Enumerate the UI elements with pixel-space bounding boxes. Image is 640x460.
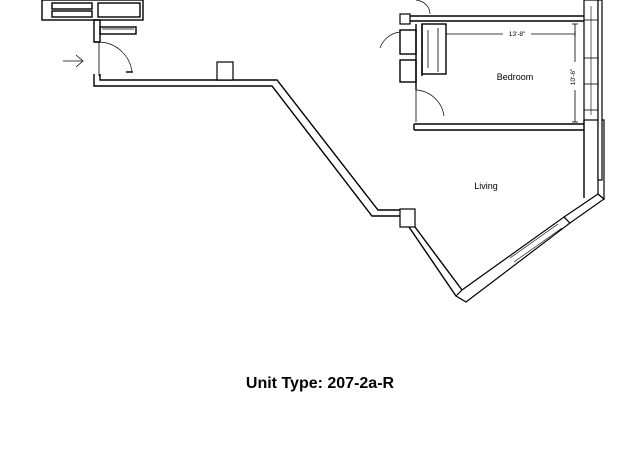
entry-arrow-icon <box>63 54 84 68</box>
entry-door <box>94 41 133 76</box>
closet-block <box>41 0 144 43</box>
exterior-wall <box>93 61 463 297</box>
living-window-wall <box>455 119 605 303</box>
living-label: Living <box>474 181 498 191</box>
bedroom-door <box>379 0 445 122</box>
column <box>399 208 416 228</box>
bedroom-length-dimension <box>571 23 579 123</box>
right-exterior-wall <box>583 0 603 198</box>
bedroom-length-label: 10'-6" <box>570 68 577 85</box>
bedroom-walls <box>399 13 584 131</box>
bedroom-label: Bedroom <box>497 72 534 82</box>
column <box>216 61 234 81</box>
bedroom-closet <box>399 23 447 83</box>
unit-type-title: Unit Type: 207-2a-R <box>245 375 395 392</box>
bedroom-width-label: 13'-8" <box>509 31 526 38</box>
